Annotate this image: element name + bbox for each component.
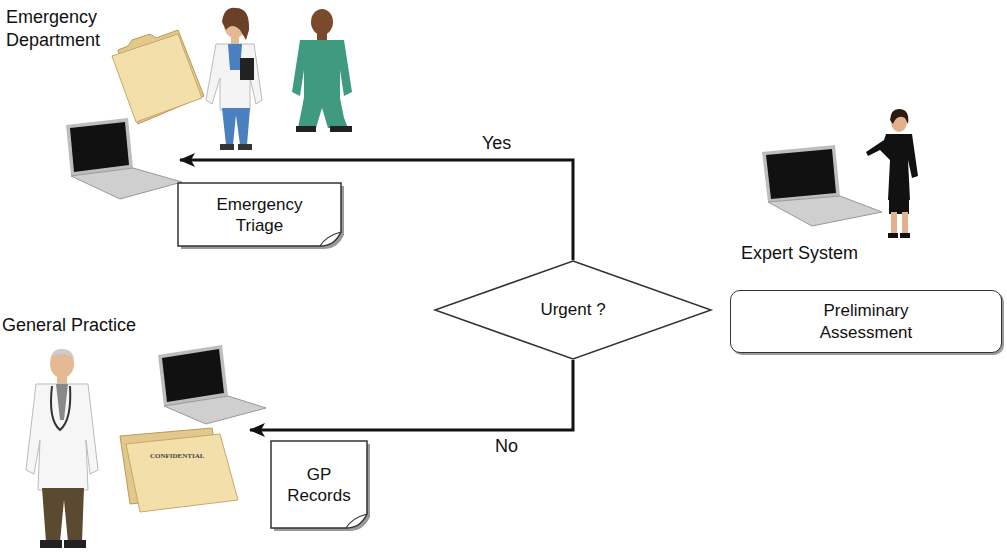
edge-label: No — [492, 436, 521, 457]
node-text: GP Records — [282, 464, 356, 507]
practice-group: General Practice — [2, 314, 250, 552]
document-outline — [177, 182, 342, 248]
node-text: Urgent ? — [540, 299, 605, 320]
nurse-figure — [292, 9, 352, 132]
group-heading: Emergency Department — [6, 6, 126, 51]
node-text: Preliminary Assessment — [801, 300, 931, 343]
expert-figure — [866, 109, 918, 238]
laptop-icon — [66, 118, 133, 176]
document-shape: GP Records — [270, 440, 368, 530]
group-heading: General Practice — [2, 314, 136, 337]
process-box: Preliminary Assessment — [730, 290, 1002, 353]
node-text: Emergency Triage — [205, 194, 315, 237]
document-outline — [270, 440, 368, 530]
flow-arrow — [250, 360, 573, 430]
laptop-icon — [768, 196, 882, 226]
system-label: Expert System — [741, 243, 858, 264]
folder-icon — [112, 34, 202, 122]
laptop-icon — [70, 122, 129, 172]
edge-label: Yes — [479, 133, 514, 154]
folder-stamp: CONFIDENTIAL — [150, 452, 204, 460]
laptop-icon — [762, 145, 840, 202]
decision-diamond: Urgent ? — [434, 260, 712, 360]
laptop-icon — [71, 168, 182, 199]
laptop-icon — [162, 349, 224, 402]
document-shape: Emergency Triage — [177, 182, 342, 248]
laptop-icon — [164, 396, 266, 424]
laptop-icon — [158, 345, 228, 406]
folder-icon — [126, 434, 238, 512]
gp-figure — [26, 349, 98, 548]
laptop-icon — [766, 149, 836, 199]
department-group: Emergency Department — [6, 6, 180, 200]
doctor-figure — [206, 8, 262, 150]
